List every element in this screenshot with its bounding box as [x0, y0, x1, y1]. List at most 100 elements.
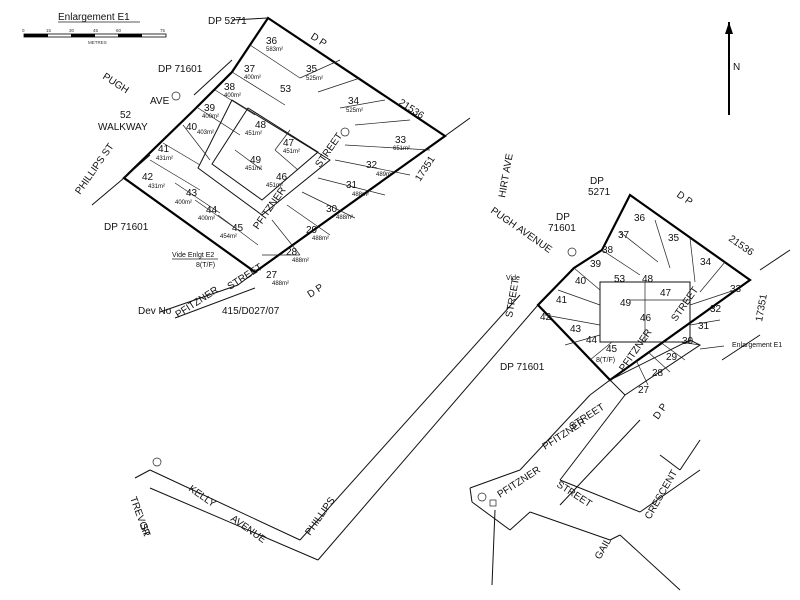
m-lot-45: 45 [606, 344, 618, 355]
e-lot-45-area: 454m² [220, 234, 237, 240]
e-lot-27-area: 488m² [272, 281, 289, 287]
e-pfitzner1-label: PFITZNER [251, 185, 288, 231]
e-lot-46-area: 451m² [266, 183, 283, 189]
e-lot-42-area: 431m² [148, 184, 165, 190]
m-lot-32: 32 [710, 304, 722, 315]
e-lot-33: 33 [395, 135, 407, 146]
m-lot-33: 33 [730, 284, 742, 295]
e-lot-45: 45 [232, 223, 244, 234]
north-label: N [733, 62, 740, 73]
m-hirt-label: HIRT AVE [497, 152, 516, 198]
e-lot-44: 44 [206, 205, 218, 216]
e-lot-49: 49 [250, 155, 262, 166]
e-lot-52: 52 [120, 110, 132, 121]
m-marker-circle-3 [152, 457, 162, 467]
m-dp17351-label: 17351 [754, 293, 770, 323]
e-lot-29: 29 [306, 225, 318, 236]
m-dp21536-label: 21536 [726, 233, 755, 258]
e-lot-35-area: 525m² [306, 76, 323, 82]
e-lot-49-area: 451m² [245, 166, 262, 172]
scale-tick-45: 45 [93, 28, 99, 33]
m-lot-49: 49 [620, 298, 632, 309]
north-arrow-icon: N [725, 22, 740, 115]
e-dp71601-top-label: DP 71601 [158, 64, 203, 75]
m-dp5271-label: DP [590, 176, 604, 187]
m-lot-53: 53 [614, 274, 626, 285]
e-street1-label: STREET [313, 131, 345, 170]
e-lot-43-area: 400m² [175, 200, 192, 206]
m-lot-43: 43 [570, 324, 582, 335]
e-devno-label: 415/D027/07 [222, 306, 280, 317]
e-dev-label: Dev No [138, 306, 172, 317]
m-dp-top-label: D P [674, 189, 694, 208]
e-lot-36: 36 [266, 36, 278, 47]
main-plan: 36 35 37 38 34 39 40 53 48 47 33 49 41 4… [127, 152, 791, 591]
m-dp71601-label: DP [556, 212, 570, 223]
m-marker-circle [567, 247, 577, 257]
m-lot-29: 29 [666, 352, 678, 363]
e-lot-46: 46 [276, 172, 288, 183]
e-marker-circle-2 [340, 127, 350, 137]
e-lot-35: 35 [306, 64, 318, 75]
m-street2-label: STREET [568, 402, 607, 433]
scale-bar: 0 15 30 45 60 75 METRES [22, 28, 167, 45]
e-dp-bottom-label: D P [306, 282, 326, 300]
e-lot-31-area: 488m² [352, 192, 369, 198]
e-lot-41-area: 431m² [156, 156, 173, 162]
e-dp17351-label: 17351 [413, 154, 438, 184]
m-lot-40: 40 [575, 276, 587, 287]
m-lot-42: 42 [540, 312, 552, 323]
m-lot-46: 46 [640, 313, 652, 324]
enlargement-e1: 36 583m² 37 400m² 38 400m² 39 400m² 40 4… [73, 16, 471, 321]
main-roads [134, 249, 791, 591]
m-lot-38: 38 [602, 245, 614, 256]
e-marker-circle [171, 91, 181, 101]
e-lot-53: 53 [280, 84, 292, 95]
m-vide-label: Vide [506, 275, 520, 282]
e-lot-48: 48 [255, 120, 267, 131]
m-lot-39: 39 [590, 259, 602, 270]
e-walkway-label: WALKWAY [98, 122, 148, 133]
e-lot-48-area: 451m² [245, 131, 262, 137]
main-lot-lines [544, 219, 736, 386]
m-lot-48: 48 [642, 274, 654, 285]
e-lot-39-area: 400m² [202, 114, 219, 120]
m-phillips-label: PHILLIPS [303, 495, 337, 538]
scale-tick-30: 30 [69, 28, 75, 33]
e-lot-32-area: 489m² [376, 172, 393, 178]
e-btf-label: 8(T/F) [196, 262, 215, 269]
m-marker-circle-2 [477, 492, 487, 502]
m-lot-47: 47 [660, 288, 672, 299]
e-lot-32: 32 [366, 160, 378, 171]
e-lot-34: 34 [348, 96, 360, 107]
m-dp71601-num: 71601 [548, 223, 576, 234]
m-street-label: STREET [504, 278, 522, 319]
e-lot-36-area: 583m² [266, 47, 283, 53]
e-lot-34-area: 525m² [346, 108, 363, 114]
e-lot-33-area: 651m² [393, 146, 410, 152]
e-lot-30: 30 [326, 204, 338, 215]
m-marker-square [489, 499, 497, 507]
e-lot-39: 39 [204, 103, 216, 114]
e-dp21536-label: 21536 [396, 97, 426, 122]
e-pfitzner2-label: PFITZNER [174, 285, 221, 321]
e-lot-41: 41 [158, 144, 170, 155]
m-btf-label: 8(T/F) [596, 357, 615, 364]
m-dp-bottom-label: D P [651, 401, 670, 421]
enlargement-lot-lines [149, 44, 431, 256]
e-dp71601-left-label: DP 71601 [104, 222, 149, 233]
e-lot-40-area: 403m² [197, 130, 214, 136]
e-lot-47: 47 [283, 138, 295, 149]
m-lot-37: 37 [618, 230, 630, 241]
m-lot-44: 44 [586, 335, 598, 346]
e-lot-27: 27 [266, 270, 278, 281]
scale-tick-15: 15 [46, 28, 52, 33]
m-st-label: ST [137, 522, 152, 538]
m-dp5271-num: 5271 [588, 187, 611, 198]
e-lot-31: 31 [346, 180, 358, 191]
m-lot-35: 35 [668, 233, 680, 244]
e-lot-44-area: 400m² [198, 216, 215, 222]
e-lot-37: 37 [244, 64, 256, 75]
scale-unit: METRES [88, 40, 107, 45]
